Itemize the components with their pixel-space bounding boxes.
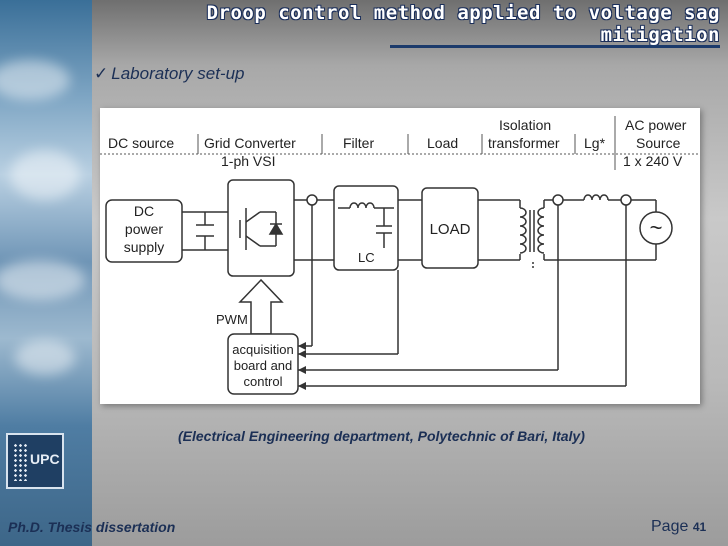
igbt-icon <box>239 208 284 250</box>
grid-side-lines <box>532 194 657 268</box>
page-indicator: Page 41 <box>651 518 706 536</box>
lc-label: LC <box>358 250 375 265</box>
logo-dots-icon <box>13 443 27 481</box>
ac-source-symbol: ~ <box>650 215 663 240</box>
header-vsi: 1-ph VSI <box>221 153 275 169</box>
title-line-2: mitigation <box>600 24 720 46</box>
load-box <box>421 187 479 269</box>
feedback-lines <box>298 205 627 387</box>
transformer-feed-lines <box>478 199 521 261</box>
slide-title: Droop control method applied to voltage … <box>120 2 720 46</box>
control-line-1: acquisition <box>232 342 293 357</box>
header-dividers <box>100 116 700 170</box>
diagram-caption: (Electrical Engineering department, Poly… <box>178 428 585 444</box>
header-isolation-2: transformer <box>488 135 560 151</box>
feedback-arrowheads <box>298 342 306 390</box>
upc-logo: UPC <box>6 433 64 489</box>
load-feed-lines <box>398 199 422 261</box>
dc-supply-box <box>105 199 183 263</box>
inductor-icon <box>338 202 394 248</box>
logo-text: UPC <box>30 451 60 467</box>
load-label: LOAD <box>430 221 471 238</box>
control-line-3: control <box>243 374 282 389</box>
transformer-icon <box>519 200 545 260</box>
header-dc-source: DC source <box>108 135 174 151</box>
lab-setup-diagram: DC source Grid Converter 1-ph VSI Filter… <box>100 116 700 395</box>
bullet-item: ✓Laboratory set-up <box>94 64 245 84</box>
title-line-1: Droop control method applied to voltage … <box>206 2 720 24</box>
diagram-frame: DC source Grid Converter 1-ph VSI Filter… <box>100 108 700 404</box>
header-isolation-1: Isolation <box>499 117 551 133</box>
header-filter: Filter <box>343 135 374 151</box>
bullet-text: Laboratory set-up <box>111 64 245 83</box>
dc-supply-line-3: supply <box>124 239 164 255</box>
header-lg: Lg* <box>584 135 606 151</box>
vsi-box <box>227 179 295 277</box>
pwm-label: PWM <box>216 312 248 327</box>
header-ac-power-2: Source <box>636 135 681 151</box>
page-number: 41 <box>692 520 707 534</box>
header-ac-power-3: 1 x 240 V <box>623 153 683 169</box>
footer-thesis-label: Ph.D. Thesis dissertation <box>8 519 176 535</box>
header-ac-power-1: AC power <box>625 117 687 133</box>
ac-output-lines <box>294 194 334 261</box>
checkmark-icon: ✓ <box>94 64 109 83</box>
dc-supply-line-1: DC <box>134 203 154 219</box>
dc-bus <box>182 211 228 251</box>
header-grid-converter: Grid Converter <box>204 135 296 151</box>
control-line-2: board and <box>234 358 293 373</box>
header-load: Load <box>427 135 458 151</box>
ac-source-icon <box>639 211 673 245</box>
title-underline <box>390 45 720 48</box>
control-box <box>227 333 299 395</box>
dc-supply-line-2: power <box>125 221 163 237</box>
page-label: Page <box>651 518 689 535</box>
